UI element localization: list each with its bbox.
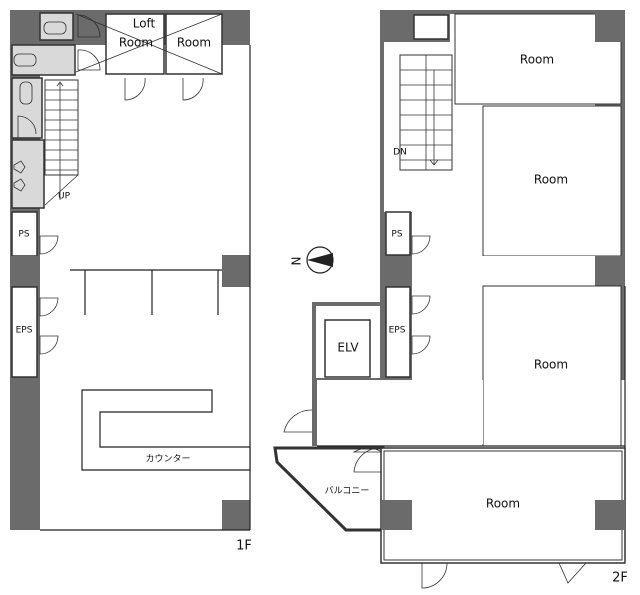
balcony <box>273 446 385 532</box>
north-arrow-icon: N <box>290 246 334 274</box>
door-swing <box>39 297 59 355</box>
sink-icon <box>13 160 26 192</box>
door-swing <box>283 409 313 433</box>
toilet-room <box>11 44 76 76</box>
room-label: Room <box>486 497 520 511</box>
floor-1-plan: Loft Room Room UP PS EPS カウンター 1F <box>10 10 252 554</box>
eps-label: EPS <box>389 326 406 336</box>
ps-label: PS <box>391 230 402 240</box>
door-swing <box>411 235 431 255</box>
storage <box>413 14 449 40</box>
room-label: Room <box>534 173 568 187</box>
room-label: Room <box>520 53 554 67</box>
elevator-label: ELV <box>337 341 359 355</box>
loft-room-a <box>105 13 165 75</box>
staircase <box>399 54 453 171</box>
column <box>382 500 412 530</box>
column <box>222 500 250 530</box>
loft-room-b <box>165 13 223 75</box>
floor-label-1f: 1F <box>236 539 252 554</box>
counter-label: カウンター <box>145 454 190 465</box>
door-swing <box>77 14 101 71</box>
ps-label: PS <box>18 230 29 240</box>
partition <box>70 269 222 315</box>
eps-closet <box>11 286 38 378</box>
washroom <box>11 139 45 209</box>
stairs-down-label: DN <box>393 148 407 158</box>
toilet-room <box>11 77 43 139</box>
north-label: N <box>290 257 304 266</box>
floor-2-plan: Room Room Room DN PS EPS ELV <box>273 10 628 589</box>
door-swing <box>352 447 383 473</box>
room-label: Room <box>534 358 568 372</box>
eps-label: EPS <box>16 326 33 336</box>
door-swing <box>17 115 37 138</box>
column <box>595 256 625 286</box>
room-label: Room <box>119 36 153 50</box>
stairs-up-label: UP <box>58 192 71 202</box>
column <box>10 500 40 530</box>
toilet-icon <box>19 81 33 105</box>
balcony-label: バルコニー <box>325 486 370 497</box>
column <box>595 500 625 530</box>
staircase <box>44 79 79 206</box>
column <box>595 10 625 42</box>
door-swing <box>39 235 59 255</box>
door-swing <box>421 562 587 589</box>
ps-closet <box>11 211 38 257</box>
column <box>222 255 250 287</box>
counter <box>81 389 251 471</box>
door-swing <box>124 77 204 101</box>
elevator <box>324 319 371 378</box>
toilet-icon <box>13 53 37 67</box>
room-3 <box>482 285 622 447</box>
eps-closet <box>385 286 411 378</box>
loft-label: Loft <box>133 17 156 31</box>
toilet-icon <box>43 21 67 35</box>
room-2 <box>482 105 622 257</box>
door-swing <box>411 295 431 355</box>
room-label: Room <box>177 36 211 50</box>
ps-closet <box>385 211 411 256</box>
toilet-room <box>39 12 74 41</box>
room-1 <box>454 13 622 105</box>
floor-label-2f: 2F <box>612 571 628 586</box>
